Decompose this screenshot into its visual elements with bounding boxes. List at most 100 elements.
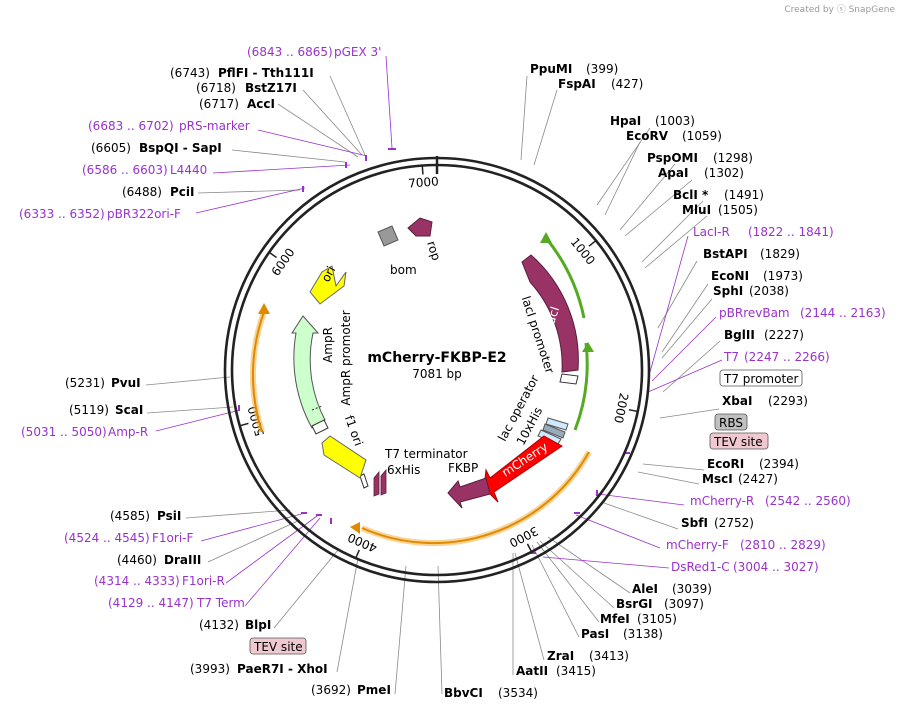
primer-marks: [238, 148, 650, 554]
tick-mark-2000: [628, 408, 638, 413]
enzyme-apai-pos: (1302): [704, 166, 744, 180]
enzyme-bbvci-name: BbvCI: [444, 686, 483, 700]
enzyme-scai-pos: (5119): [69, 403, 109, 417]
primer-f1orif-name: F1ori-F: [152, 531, 193, 545]
primer-pbr322orif-range: (6333 .. 6352): [19, 207, 105, 221]
fkbp-arrow: [447, 477, 491, 509]
primer-ampr-name: Amp-R: [108, 425, 148, 439]
fkbp-label: FKBP: [448, 461, 478, 475]
enzyme-fspai-name: FspAI: [558, 77, 596, 91]
enzyme-aatii-name: AatII: [516, 664, 548, 678]
green-arrow-head-a: [540, 232, 552, 243]
enzyme-zrai-pos: (3413): [589, 649, 629, 663]
enzyme-sbfi-name: SbfI: [681, 516, 708, 530]
enzyme-paer7i-pos: (3993): [190, 662, 230, 676]
primer-pgex3-name: pGEX 3': [334, 45, 381, 59]
primer-pbrrevbam-name: pBRrevBam: [719, 306, 790, 320]
tev-site-box-2: [249, 637, 307, 655]
primer-lacir-range: (1822 .. 1841): [748, 225, 834, 239]
primer-f1orif-range: (4524 .. 4545): [64, 531, 150, 545]
enzyme-bbvci-pos: (3534): [498, 686, 538, 700]
primer-pbrrevbam-range: (2144 .. 2163): [800, 306, 886, 320]
tick-label-2000: 2000: [611, 392, 631, 425]
enzyme-econi-pos: (1973): [763, 269, 803, 283]
ori-arrow: [309, 265, 347, 305]
ampr-promoter-label: AmpR promoter: [339, 310, 353, 405]
orange-arc-head: [350, 522, 360, 534]
snapgene-credit: Created by ⓢ SnapGene: [784, 5, 895, 15]
enzyme-bspqi-pos: (6605): [91, 141, 131, 155]
primer-t7term-name: T7 Term: [196, 596, 245, 610]
his6-marker: [359, 473, 369, 489]
primer-t7-name: T7: [723, 350, 739, 364]
tick-mark-1000: [588, 239, 597, 247]
label-lead-lines: [145, 75, 721, 695]
enzyme-bglii-name: BglII: [724, 328, 755, 342]
enzyme-pflfi-pos: (6743): [170, 66, 210, 80]
enzyme-acci-pos: (6717): [199, 97, 239, 111]
enzyme-ecorv-pos: (1059): [682, 129, 722, 143]
enzyme-bstapi-name: BstAPI: [703, 247, 748, 261]
f1ori-arrow: [321, 435, 367, 479]
enzyme-scai-name: ScaI: [115, 403, 143, 417]
tick-mark-5000: [239, 422, 249, 427]
enzyme-fspai-pos: (427): [611, 77, 643, 91]
enzyme-pspomi-pos: (1298): [713, 151, 753, 165]
enzyme-ecori-pos: (2394): [759, 457, 799, 471]
enzyme-xbai-name: XbaI: [722, 394, 752, 408]
ampr-dash: [311, 405, 323, 411]
enzyme-pasi-name: PasI: [581, 627, 609, 641]
primer-lead-lines: [155, 55, 723, 607]
rop-label: rop: [424, 239, 443, 262]
primer-prsmarker-range: (6683 .. 6702): [88, 119, 174, 133]
enzyme-aatii-pos: (3415): [556, 664, 596, 678]
enzyme-draiii-name: DraIII: [164, 553, 201, 567]
enzyme-pcii-pos: (6488): [122, 185, 162, 199]
tick-mark-6000: [268, 251, 277, 259]
enzyme-bspqi-name: BspQI - SapI: [139, 141, 222, 155]
t7-promoter-box: [719, 369, 803, 387]
tev-site-label-1: TEV site: [713, 435, 763, 449]
bom-box: [377, 225, 399, 247]
orange-arc: [361, 451, 590, 545]
enzyme-bsrgi-pos: (3097): [664, 597, 704, 611]
enzyme-hpai-pos: (1003): [655, 114, 695, 128]
tick-marks: [239, 156, 638, 559]
enzyme-mfei-pos: (3105): [637, 612, 677, 626]
ampr-arrow: [291, 315, 326, 429]
primer-mcherryf-name: mCherry-F: [666, 538, 729, 552]
enzyme-psii-pos: (4585): [110, 509, 150, 523]
laci-label: lacI: [542, 305, 562, 329]
ori-label: ori: [319, 264, 339, 284]
green-arrow-head-b: [582, 342, 594, 352]
t7-terminator-label: T7 terminator: [384, 447, 468, 461]
enzyme-acci-name: AccI: [247, 97, 275, 111]
enzyme-msci-pos: (2427): [738, 472, 778, 486]
primer-mcherryr-name: mCherry-R: [690, 494, 754, 508]
laci-arrow: [521, 254, 579, 373]
primer-t7-range: (2247 .. 2266): [744, 350, 830, 364]
lacI-green-arc-a: [544, 237, 586, 319]
enzyme-bsrgi-name: BsrGI: [616, 597, 653, 611]
enzyme-bglii-pos: (2227): [764, 328, 804, 342]
enzyme-pvui-name: PvuI: [111, 376, 141, 390]
primer-lacir-name: LacI-R: [693, 225, 730, 239]
enzyme-ecorv-name: EcoRV: [626, 129, 669, 143]
plasmid-size: 7081 bp: [412, 367, 462, 381]
enzyme-pspomi-name: PspOMI: [647, 151, 698, 165]
ampr-promoter-marker: [311, 419, 329, 435]
primer-mcherryf-range: (2810 .. 2829): [740, 538, 826, 552]
enzyme-alei-pos: (3039): [672, 582, 712, 596]
enzyme-ppumi-pos: (399): [586, 62, 618, 76]
enzyme-ppumi-name: PpuMI: [530, 62, 572, 76]
enzyme-zrai-name: ZraI: [547, 649, 574, 663]
enzyme-econi-name: EcoNI: [711, 269, 749, 283]
rbs-label: RBS: [719, 416, 743, 430]
orange-arc-left-head: [258, 303, 270, 314]
enzyme-apai-name: ApaI: [658, 166, 688, 180]
enzyme-bcli-name: BclI *: [673, 188, 709, 202]
primer-prsmarker-name: pRS-marker: [179, 119, 250, 133]
enzyme-pmei-name: PmeI: [357, 683, 391, 697]
tick-label-6000: 6000: [269, 246, 298, 279]
